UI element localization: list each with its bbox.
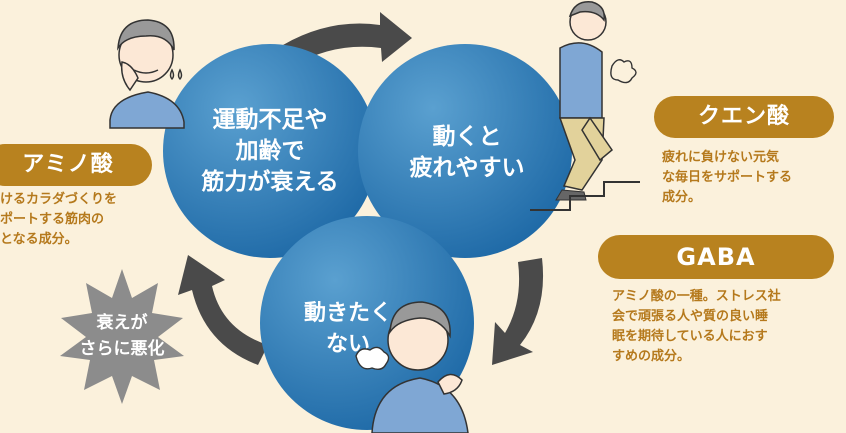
amino-desc-line-2: ポートする筋肉の xyxy=(0,212,105,227)
burst-line-1: 衰えが xyxy=(96,313,148,333)
amino-desc-line-1: けるカラダづくりを xyxy=(0,192,118,207)
cycle-circle-unwilling xyxy=(260,216,474,430)
circle-tired-line-2: 疲れやすい xyxy=(409,155,525,181)
woman-climbing-stairs-icon xyxy=(555,1,614,201)
gaba-title: GABA xyxy=(598,235,834,279)
circle-tired-text: 動くと 疲れやすい xyxy=(392,122,542,184)
circle-unwilling-line-1: 動きたく xyxy=(303,301,392,326)
circle-muscle-text: 運動不足や 加齢で 筋力が衰える xyxy=(170,105,370,198)
citric-desc-line-3: 成分。 xyxy=(662,190,702,205)
woman-shoulder-pain-icon xyxy=(355,301,469,433)
cycle-arrow-right xyxy=(492,258,544,365)
gaba-desc-line-4: すめの成分。 xyxy=(612,349,691,364)
citric-acid-description: 疲れに負けない元気 な毎日をサポートする 成分。 xyxy=(662,148,792,208)
citric-acid-title: クエン酸 xyxy=(654,96,834,138)
worse-burst-text: 衰えが さらに悪化 xyxy=(62,310,182,362)
circle-muscle-line-1: 運動不足や xyxy=(212,107,328,133)
gaba-description: アミノ酸の一種。ストレス社 会で頑張る人や質の良い睡 眠を期待している人におす … xyxy=(612,287,781,367)
circle-unwilling-line-2: ない xyxy=(325,332,370,357)
worse-burst-icon xyxy=(60,269,184,404)
stairs-icon xyxy=(530,181,640,211)
circle-muscle-line-2: 加齢で xyxy=(235,138,305,164)
sweat-drops-icon xyxy=(169,68,183,80)
cycle-arrow-left xyxy=(178,255,268,365)
amino-acid-description: けるカラダづくりを ポートする筋肉の となる成分。 xyxy=(0,190,117,250)
circle-muscle-line-3: 筋力が衰える xyxy=(201,169,339,195)
gaba-desc-line-3: 眠を期待している人におす xyxy=(612,329,768,344)
cycle-arrow-top xyxy=(283,12,412,65)
amino-acid-title: アミノ酸 xyxy=(0,144,152,186)
sigh-puff-icon xyxy=(610,59,637,84)
circle-unwilling-text: 動きたく ない xyxy=(278,298,418,360)
citric-desc-line-1: 疲れに負けない元気 xyxy=(662,150,780,165)
gaba-desc-line-2: 会で頑張る人や質の良い睡 xyxy=(612,309,769,324)
cycle-circle-tired xyxy=(358,44,572,258)
woman-cheek-hand-icon xyxy=(109,19,185,129)
circle-tired-line-1: 動くと xyxy=(432,124,502,150)
cycle-circle-muscle xyxy=(163,44,377,258)
burst-line-2: さらに悪化 xyxy=(79,339,165,359)
gaba-desc-line-1: アミノ酸の一種。ストレス社 xyxy=(612,289,781,304)
citric-desc-line-2: な毎日をサポートする xyxy=(662,170,793,185)
amino-desc-line-3: となる成分。 xyxy=(0,232,78,247)
